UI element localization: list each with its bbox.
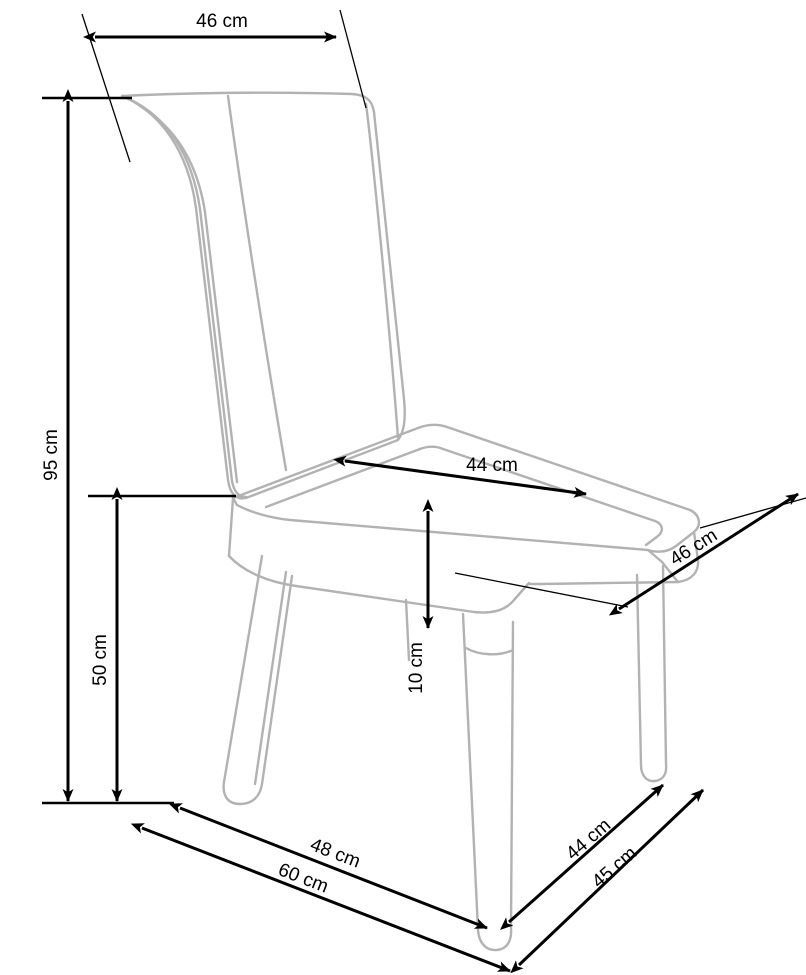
ext-line-backrest-right xyxy=(339,9,367,109)
leg-front-center xyxy=(461,612,515,952)
seat-front-left-edge xyxy=(227,496,235,558)
backrest-center-seam xyxy=(226,94,288,472)
dim-line-footprint-width-outer xyxy=(510,788,705,974)
backrest-outline xyxy=(120,91,406,500)
dim-label-footprint-depth-inner: 48 cm xyxy=(307,834,363,872)
ext-line-seat-depth xyxy=(454,572,629,608)
dimension-labels-group: 46 cm 95 cm 50 cm 44 cm 46 cm 10 cm 48 c… xyxy=(41,11,721,898)
seat-cushion-inset-seam xyxy=(264,445,663,547)
dim-label-seat-thickness: 10 cm xyxy=(406,642,427,694)
dim-label-total-height: 95 cm xyxy=(41,429,62,481)
dim-line-footprint-depth-outer xyxy=(130,823,511,973)
dim-label-footprint-width-inner: 44 cm xyxy=(562,815,615,865)
dim-label-backrest-width: 46 cm xyxy=(196,11,248,32)
chair-outline-group xyxy=(120,91,701,952)
leg-front-center-collar xyxy=(464,646,515,656)
leg-rear-right xyxy=(635,564,668,783)
dim-line-seat-depth xyxy=(608,492,799,616)
dimension-lines-group xyxy=(42,9,806,974)
dim-label-seat-width: 44 cm xyxy=(466,455,518,476)
seat-front-bottom-face xyxy=(227,554,531,614)
seat-front-lower-break xyxy=(512,582,542,602)
backrest-right-seam xyxy=(364,102,400,440)
dim-label-seat-height: 50 cm xyxy=(90,634,111,686)
dim-label-footprint-width-outer: 45 cm xyxy=(588,843,641,893)
leg-front-right-stub xyxy=(404,598,411,662)
backrest-left-crease xyxy=(138,104,239,484)
dim-line-seat-width xyxy=(333,455,587,498)
leg-rear-left-inner-line xyxy=(253,570,288,786)
seat-top-face xyxy=(231,423,701,553)
dim-line-footprint-depth-inner xyxy=(168,803,488,930)
